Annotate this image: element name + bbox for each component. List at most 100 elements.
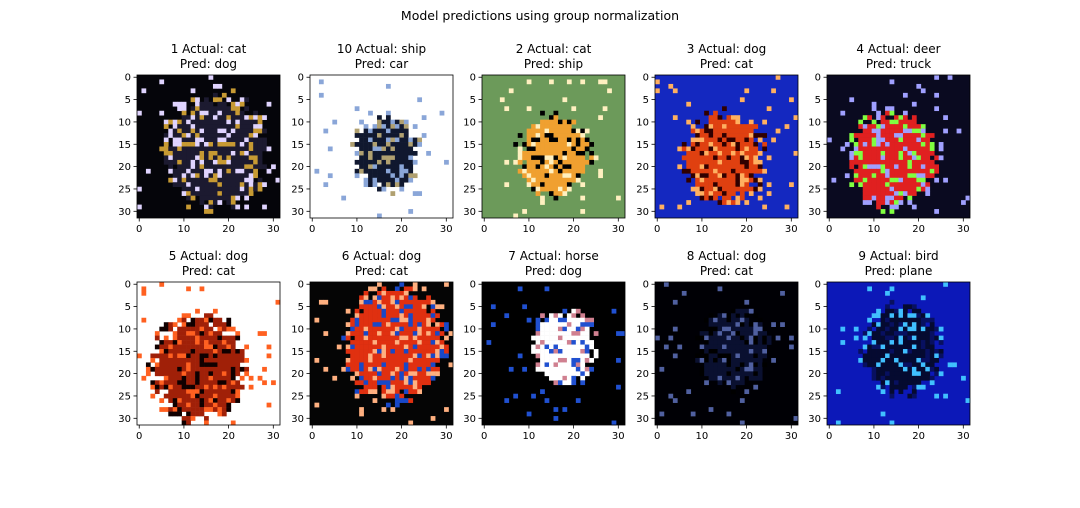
image-pixel xyxy=(757,159,763,165)
image-pixel xyxy=(204,380,209,386)
image-pixel xyxy=(141,317,147,323)
y-tick-label: 0 xyxy=(125,73,131,84)
image-pixel xyxy=(566,371,572,377)
image-pixel xyxy=(408,322,414,327)
image-pixel xyxy=(385,357,391,363)
image-pixel xyxy=(911,384,917,390)
image-pixel xyxy=(350,366,355,372)
y-tick-label: 10 xyxy=(808,324,821,335)
image-pixel xyxy=(920,375,926,381)
image-pixel xyxy=(517,150,523,156)
image-pixel xyxy=(195,106,200,112)
image-pixel xyxy=(580,155,586,161)
image-pixel xyxy=(221,146,227,152)
image-pixel xyxy=(867,168,872,174)
image-pixel xyxy=(190,195,196,201)
image-pixel xyxy=(204,375,209,381)
image-pixel xyxy=(412,150,418,156)
image-pixel xyxy=(235,335,241,341)
image-pixel xyxy=(947,362,953,368)
image-pixel xyxy=(385,133,391,138)
image-pixel xyxy=(549,119,554,125)
image-pixel xyxy=(199,142,205,147)
image-pixel xyxy=(690,142,696,147)
image-pixel xyxy=(867,317,872,323)
image-pixel xyxy=(699,173,705,179)
image-pixel xyxy=(902,92,908,98)
image-pixel xyxy=(235,124,241,129)
image-pixel xyxy=(359,407,364,412)
image-pixel xyxy=(835,420,841,426)
axes-frame xyxy=(136,74,281,219)
image-pixel xyxy=(368,110,373,116)
image-pixel xyxy=(708,115,714,120)
axes-frame xyxy=(309,74,454,219)
image-pixel xyxy=(368,326,373,332)
image-pixel xyxy=(580,362,586,368)
image-pixel xyxy=(717,168,723,174)
image-pixel xyxy=(571,353,577,359)
image-pixel xyxy=(417,322,423,327)
image-pixel xyxy=(439,110,445,116)
image-pixel xyxy=(726,326,732,332)
image-pixel xyxy=(226,119,232,125)
image-pixel xyxy=(221,411,227,417)
image-pixel xyxy=(421,335,427,341)
image-pixel xyxy=(713,353,718,359)
image-pixel xyxy=(394,182,400,188)
image-pixel xyxy=(394,335,400,341)
image-pixel xyxy=(695,133,700,138)
image-pixel xyxy=(385,340,391,345)
image-pixel xyxy=(571,106,577,112)
x-tick-label: 20 xyxy=(740,431,753,442)
image-pixel xyxy=(235,164,241,170)
image-pixel xyxy=(526,79,532,85)
image-pixel xyxy=(195,186,200,192)
image-pixel xyxy=(571,371,577,377)
image-pixel xyxy=(775,335,781,341)
image-pixel xyxy=(172,177,178,183)
image-pixel xyxy=(417,362,423,368)
image-pixel xyxy=(730,137,736,143)
image-pixel xyxy=(504,106,510,112)
image-pixel xyxy=(540,173,545,179)
image-pixel xyxy=(867,155,872,161)
image-pixel xyxy=(372,159,378,165)
image-pixel xyxy=(350,142,355,147)
image-pixel xyxy=(435,340,440,345)
image-pixel xyxy=(916,159,922,165)
image-pixel xyxy=(177,393,182,399)
image-pixel xyxy=(575,357,581,363)
image-pixel xyxy=(929,133,935,138)
image-pixel xyxy=(695,128,700,134)
image-pixel xyxy=(230,182,236,188)
image-pixel xyxy=(575,344,581,350)
image-pixel xyxy=(916,349,922,354)
image-pixel xyxy=(195,124,200,129)
image-pixel xyxy=(757,195,763,201)
image-pixel xyxy=(399,322,405,327)
image-pixel xyxy=(394,159,400,165)
image-pixel xyxy=(204,322,209,327)
image-pixel xyxy=(757,137,763,143)
image-pixel xyxy=(181,349,187,354)
image-pixel xyxy=(377,357,382,363)
image-pixel xyxy=(359,366,364,372)
image-pixel xyxy=(221,182,227,188)
image-pixel xyxy=(163,137,169,143)
image-pixel xyxy=(708,371,714,377)
image-pixel xyxy=(408,344,414,350)
image-pixel xyxy=(672,398,678,403)
image-pixel xyxy=(408,159,414,165)
image-pixel xyxy=(571,344,577,350)
image-pixel xyxy=(889,182,895,188)
image-pixel xyxy=(730,375,736,381)
image-pixel xyxy=(354,371,360,377)
image-pixel xyxy=(575,142,581,147)
image-pixel xyxy=(722,357,727,363)
image-pixel xyxy=(208,353,214,359)
image-pixel xyxy=(399,119,405,125)
image-pixel xyxy=(549,168,554,174)
image-pixel xyxy=(902,142,908,147)
